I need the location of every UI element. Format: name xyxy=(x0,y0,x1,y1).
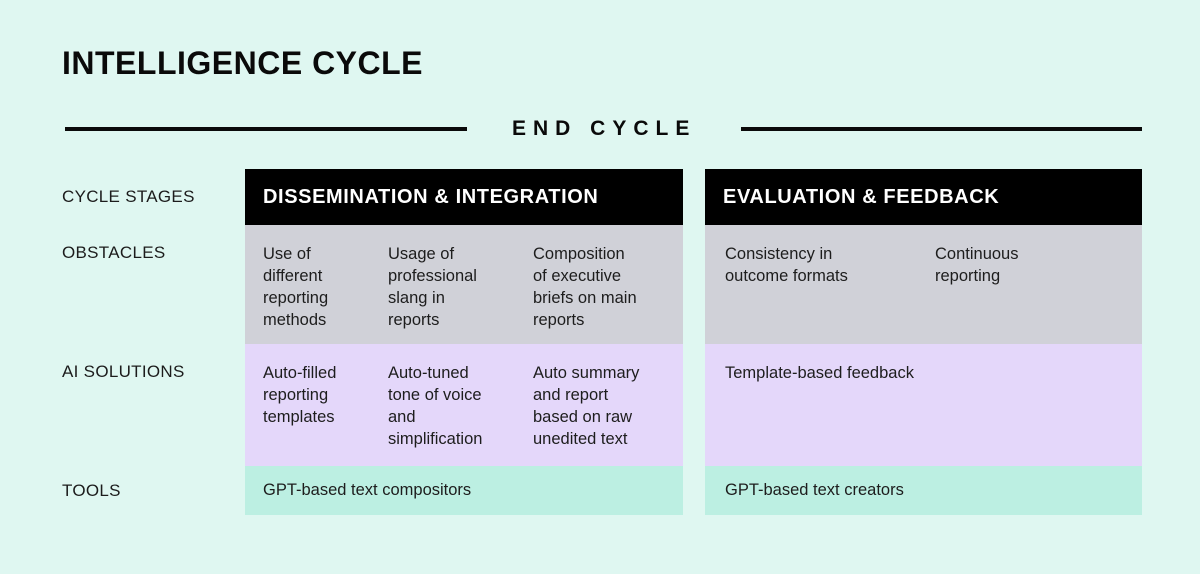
end-cycle-label: END CYCLE xyxy=(512,117,697,140)
cycle-table: CYCLE STAGES DISSEMINATION & INTEGRATION… xyxy=(62,169,1142,515)
obstacle-item: Composition of executive briefs on main … xyxy=(533,245,637,329)
tools-cell-dissemination: GPT-based text compositors xyxy=(245,466,683,515)
column-gap xyxy=(683,466,705,515)
ai-solutions-cell-evaluation: Template-based feedback xyxy=(705,344,1142,466)
obstacle-item: Usage of professional slang in reports xyxy=(388,245,477,329)
divider-line-left xyxy=(65,127,467,131)
row-label-obstacles: OBSTACLES xyxy=(62,243,166,262)
ai-solution-item: Auto summary and report based on raw une… xyxy=(533,364,640,448)
obstacles-cell-evaluation: Consistency in outcome formats Continuou… xyxy=(705,225,1142,344)
column-gap xyxy=(683,225,705,344)
row-label-cycle-stages: CYCLE STAGES xyxy=(62,187,195,206)
stage-header-dissemination-integration: DISSEMINATION & INTEGRATION xyxy=(245,169,683,225)
obstacles-cell-dissemination: Use of different reporting methods Usage… xyxy=(245,225,683,344)
column-gap xyxy=(683,344,705,466)
tools-cell-evaluation: GPT-based text creators xyxy=(705,466,1142,515)
ai-solutions-cell-dissemination: Auto-filled reporting templates Auto-tun… xyxy=(245,344,683,466)
obstacle-item: Continuous reporting xyxy=(935,245,1019,285)
ai-solution-item: Auto-filled reporting templates xyxy=(263,364,337,426)
row-label-tools: TOOLS xyxy=(62,480,121,500)
obstacle-item: Use of different reporting methods xyxy=(263,245,329,329)
row-label-ai-solutions: AI SOLUTIONS xyxy=(62,362,185,381)
divider-line-right xyxy=(741,127,1142,131)
end-cycle-divider: END CYCLE xyxy=(65,115,1142,143)
column-gap xyxy=(683,169,705,225)
ai-solution-item: Template-based feedback xyxy=(725,364,914,382)
stage-header-evaluation-feedback: EVALUATION & FEEDBACK xyxy=(705,169,1142,225)
ai-solution-item: Auto-tuned tone of voice and simplificat… xyxy=(388,364,483,448)
page-title: INTELLIGENCE CYCLE xyxy=(62,45,424,81)
obstacle-item: Consistency in outcome formats xyxy=(725,245,848,285)
